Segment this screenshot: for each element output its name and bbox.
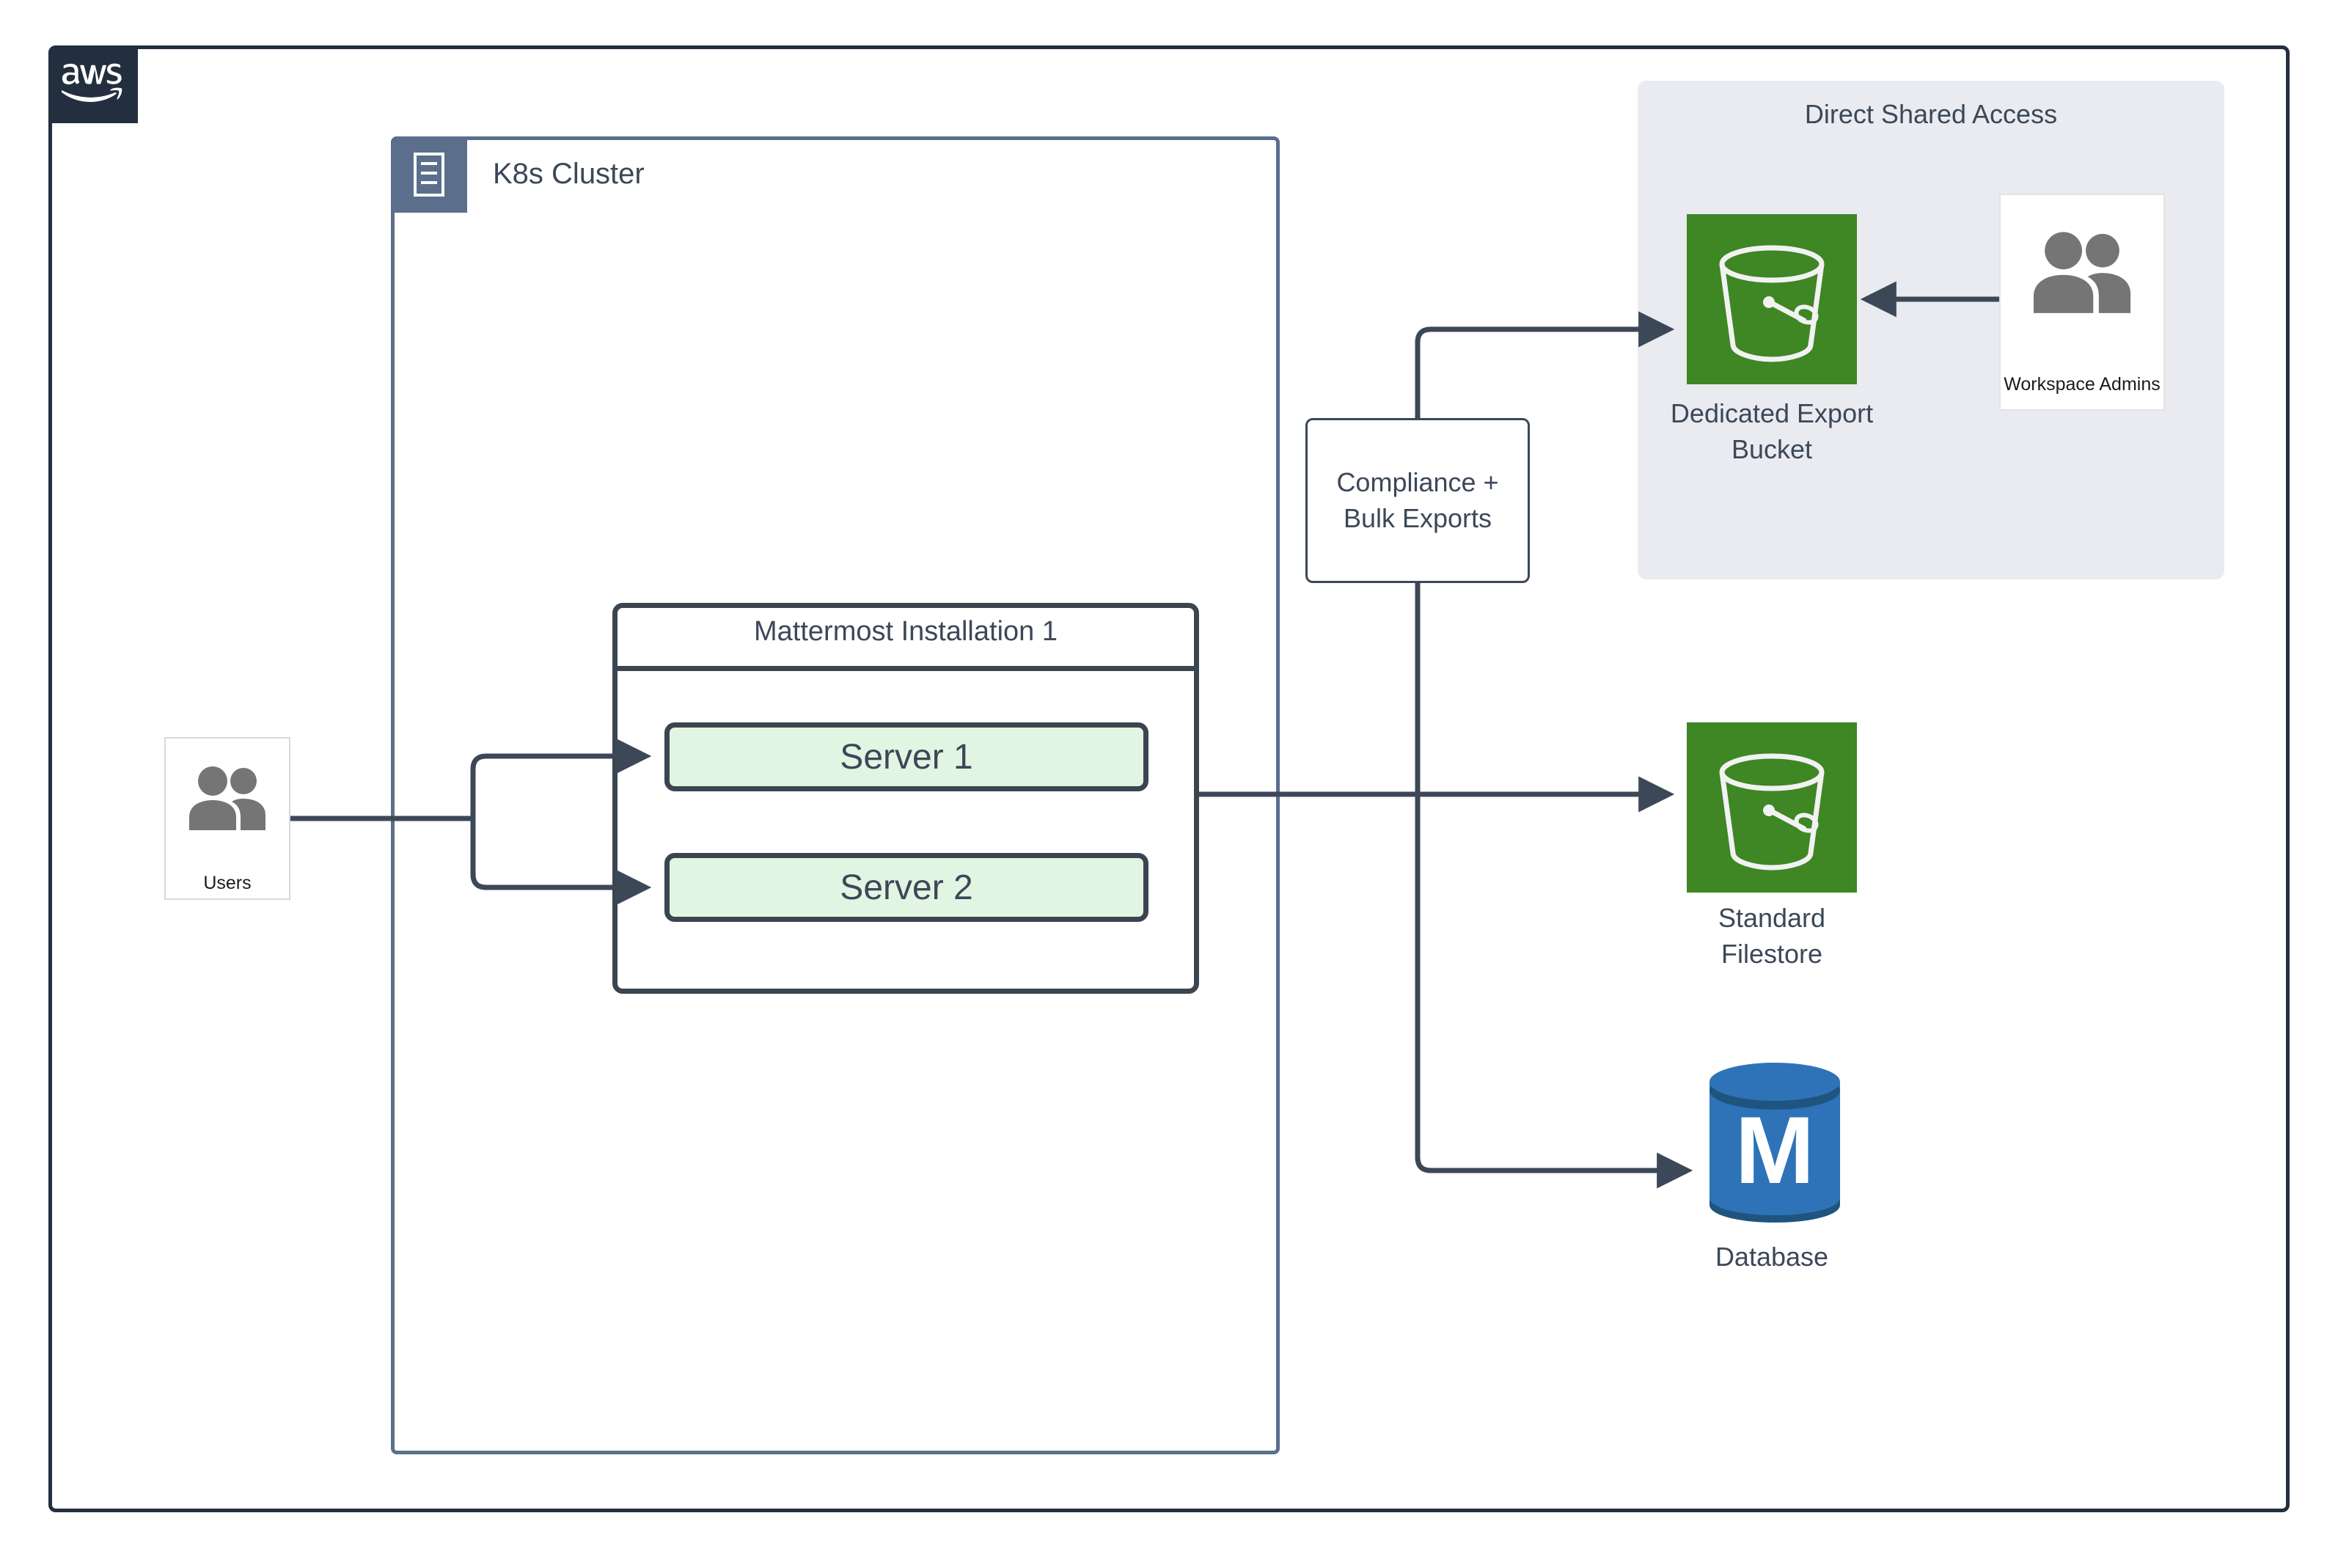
export-bucket-line2: Bucket bbox=[1731, 433, 1813, 464]
export-bucket-line1: Dedicated Export bbox=[1670, 398, 1874, 428]
server-rack-icon bbox=[391, 136, 467, 213]
workspace-admins-label: Workspace Admins bbox=[2004, 374, 2161, 395]
filestore-line2: Filestore bbox=[1720, 938, 1823, 969]
server-1-node[interactable]: Server 1 bbox=[664, 722, 1148, 791]
standard-filestore-label: Standard Filestore bbox=[1591, 901, 1952, 972]
compliance-label-line1: Compliance + bbox=[1336, 466, 1499, 497]
mattermost-title-divider bbox=[612, 666, 1199, 671]
k8s-cluster-label: K8s Cluster bbox=[493, 158, 645, 190]
s3-bucket-icon[interactable] bbox=[1687, 722, 1857, 893]
server-1-label: Server 1 bbox=[840, 737, 973, 777]
users-group-icon bbox=[183, 763, 271, 833]
direct-shared-access-title: Direct Shared Access bbox=[1804, 99, 2058, 129]
mattermost-installation-title: Mattermost Installation 1 bbox=[754, 616, 1058, 647]
compliance-label-line2: Bulk Exports bbox=[1343, 502, 1492, 533]
aws-account-boundary bbox=[48, 45, 2290, 1512]
server-2-label: Server 2 bbox=[840, 868, 973, 907]
aws-logo-icon bbox=[48, 45, 138, 123]
dedicated-export-bucket-label: Dedicated Export Bucket bbox=[1591, 396, 1952, 467]
database-label: Database bbox=[1715, 1242, 1829, 1272]
mattermost-database-cylinder-icon[interactable]: M bbox=[1705, 1060, 1844, 1225]
s3-bucket-icon[interactable] bbox=[1687, 214, 1857, 384]
database-glyph: M bbox=[1735, 1096, 1814, 1204]
compliance-bulk-exports-node[interactable]: Compliance + Bulk Exports bbox=[1305, 418, 1530, 583]
mattermost-installation-box bbox=[612, 603, 1199, 994]
filestore-line1: Standard bbox=[1718, 903, 1826, 933]
users-group-icon bbox=[2026, 227, 2139, 317]
users-label: Users bbox=[203, 873, 252, 893]
server-2-node[interactable]: Server 2 bbox=[664, 853, 1148, 922]
